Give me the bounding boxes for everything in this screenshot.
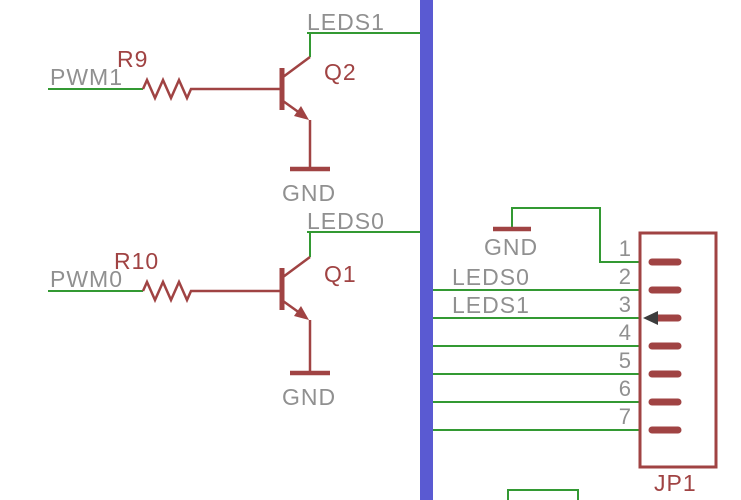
- net-label-pwm0[interactable]: PWM0: [50, 266, 123, 292]
- connector-jp1-body[interactable]: [638, 231, 718, 469]
- partial-symbol-bottom: [507, 489, 579, 500]
- gnd-symbol-q1[interactable]: GND: [282, 370, 336, 410]
- q1-emitter-arrow-icon: [294, 306, 309, 320]
- transistor-q1-name[interactable]: Q1: [324, 261, 357, 287]
- net-label-leds0-top[interactable]: LEDS0: [307, 208, 385, 234]
- gnd-label-right: GND: [484, 234, 538, 260]
- resistor-r9[interactable]: R9: [117, 46, 195, 102]
- connector-jp1-name[interactable]: JP1: [654, 470, 697, 496]
- transistor-q2[interactable]: Q2: [195, 55, 357, 167]
- net-label-leds1-right[interactable]: LEDS1: [452, 292, 530, 318]
- cursor-arrow-icon: [643, 311, 658, 325]
- q2-collector-diag[interactable]: [282, 55, 311, 79]
- gnd-net-right: GND: [484, 207, 640, 263]
- resistor-r10[interactable]: R10: [114, 248, 195, 304]
- connector-jp1[interactable]: 1 2 3 4 5 6 7 JP1: [619, 231, 718, 496]
- resistor-r10-name[interactable]: R10: [114, 248, 159, 274]
- q1-collector-diag[interactable]: [282, 255, 311, 279]
- jp1-pin-number-1: 1: [619, 236, 632, 261]
- bus-to-connector-wires: LEDS0 LEDS1: [433, 264, 640, 431]
- circuit-q1: LEDS0 PWM0 R10 Q1 GND: [48, 208, 420, 410]
- gnd-label-q2: GND: [282, 180, 336, 206]
- jp1-pin-number-6: 6: [619, 376, 632, 401]
- jp1-pin-number-4: 4: [619, 320, 632, 345]
- circuit-q2: LEDS1 PWM1 R9 Q2 GND: [48, 9, 420, 206]
- net-label-leds1-top[interactable]: LEDS1: [307, 9, 385, 35]
- jp1-pin-number-5: 5: [619, 348, 632, 373]
- wire-gnd-to-pin1[interactable]: [511, 207, 640, 263]
- q2-emitter-arrow-icon: [294, 106, 309, 120]
- resistor-r9-zigzag[interactable]: [141, 76, 195, 102]
- gnd-label-q1: GND: [282, 384, 336, 410]
- gnd-symbol-q2[interactable]: GND: [282, 166, 336, 206]
- jp1-pin-number-3: 3: [619, 292, 632, 317]
- net-label-pwm1[interactable]: PWM1: [50, 64, 123, 90]
- net-label-leds0-right[interactable]: LEDS0: [452, 264, 530, 290]
- jp1-pin-number-2: 2: [619, 264, 632, 289]
- resistor-r10-zigzag[interactable]: [141, 278, 195, 304]
- transistor-q1[interactable]: Q1: [195, 255, 357, 371]
- bus-line[interactable]: [420, 0, 433, 500]
- resistor-r9-name[interactable]: R9: [117, 46, 148, 72]
- jp1-pin-number-7: 7: [619, 404, 632, 429]
- transistor-q2-name[interactable]: Q2: [324, 59, 357, 85]
